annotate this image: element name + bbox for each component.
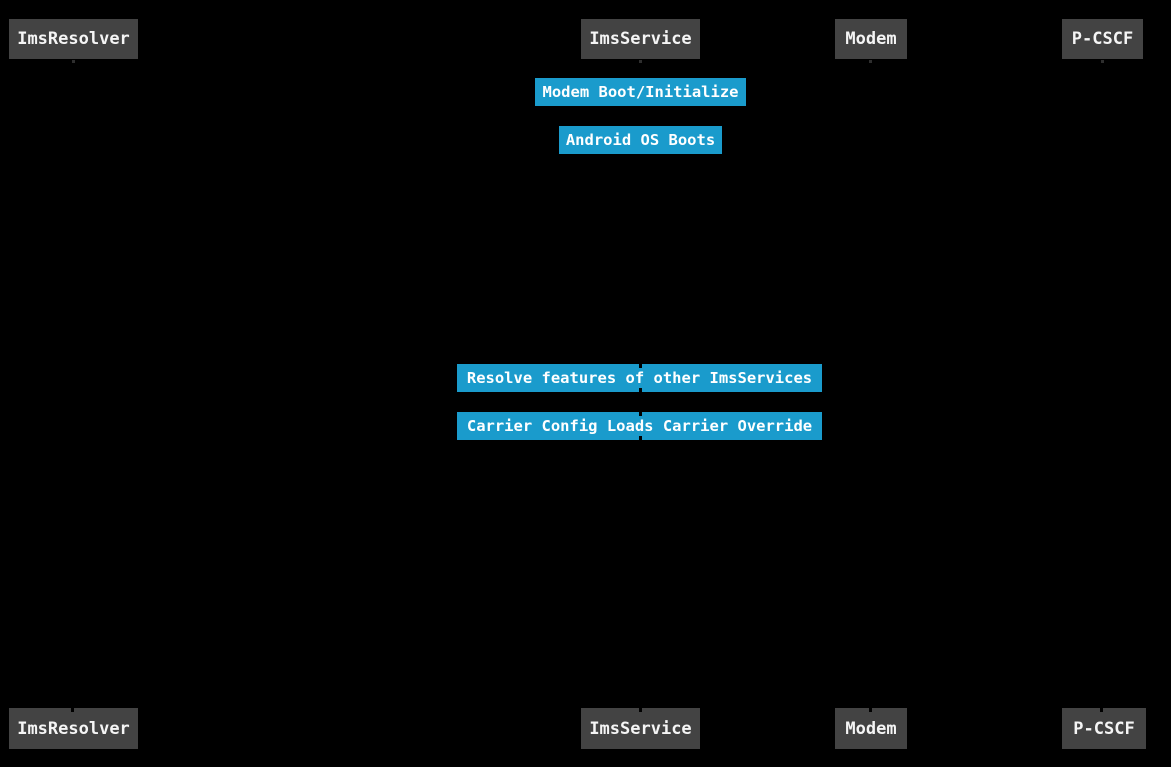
participant-label: P-CSCF [1073,718,1135,739]
participant-modem-top: Modem [835,19,907,59]
lifeline-start-dot [869,60,872,63]
note-carrier-config-loads: Carrier Config Loads Carrier Override [457,412,822,440]
lifeline-tick [639,361,642,368]
lifeline-start-dot [1101,60,1104,63]
participant-pcscf-bottom: P-CSCF [1062,708,1146,749]
participant-label: P-CSCF [1071,29,1134,49]
participant-imsservice-top: ImsService [581,19,700,59]
participant-modem-bottom: Modem [835,708,907,749]
lifeline-tick [639,436,642,443]
lifeline-tick [639,705,642,712]
note-resolve-features: Resolve features of other ImsServices [457,364,822,392]
participant-label: Modem [845,29,897,49]
lifeline-tick [1100,705,1103,712]
participant-imsresolver-top: ImsResolver [9,19,138,59]
note-label: Modem Boot/Initialize [542,83,739,101]
lifeline-tick [869,705,872,712]
note-label: Android OS Boots [565,131,716,149]
participant-label: ImsResolver [17,29,130,49]
note-android-os-boots: Android OS Boots [559,126,722,154]
note-label: Resolve features of other ImsServices [466,369,813,387]
participant-label: ImsResolver [17,718,130,739]
lifeline-start-dot [639,60,642,63]
lifeline-start-dot [72,60,75,63]
note-label: Carrier Config Loads Carrier Override [466,417,813,435]
participant-pcscf-top: P-CSCF [1062,19,1143,59]
lifeline-tick [71,705,74,712]
participant-label: ImsService [589,718,692,739]
lifeline-tick [639,388,642,395]
participant-imsresolver-bottom: ImsResolver [9,708,138,749]
participant-label: Modem [845,718,897,739]
note-modem-boot-initialize: Modem Boot/Initialize [535,78,746,106]
participant-label: ImsService [589,29,692,49]
participant-imsservice-bottom: ImsService [581,708,700,749]
lifeline-tick [639,409,642,416]
